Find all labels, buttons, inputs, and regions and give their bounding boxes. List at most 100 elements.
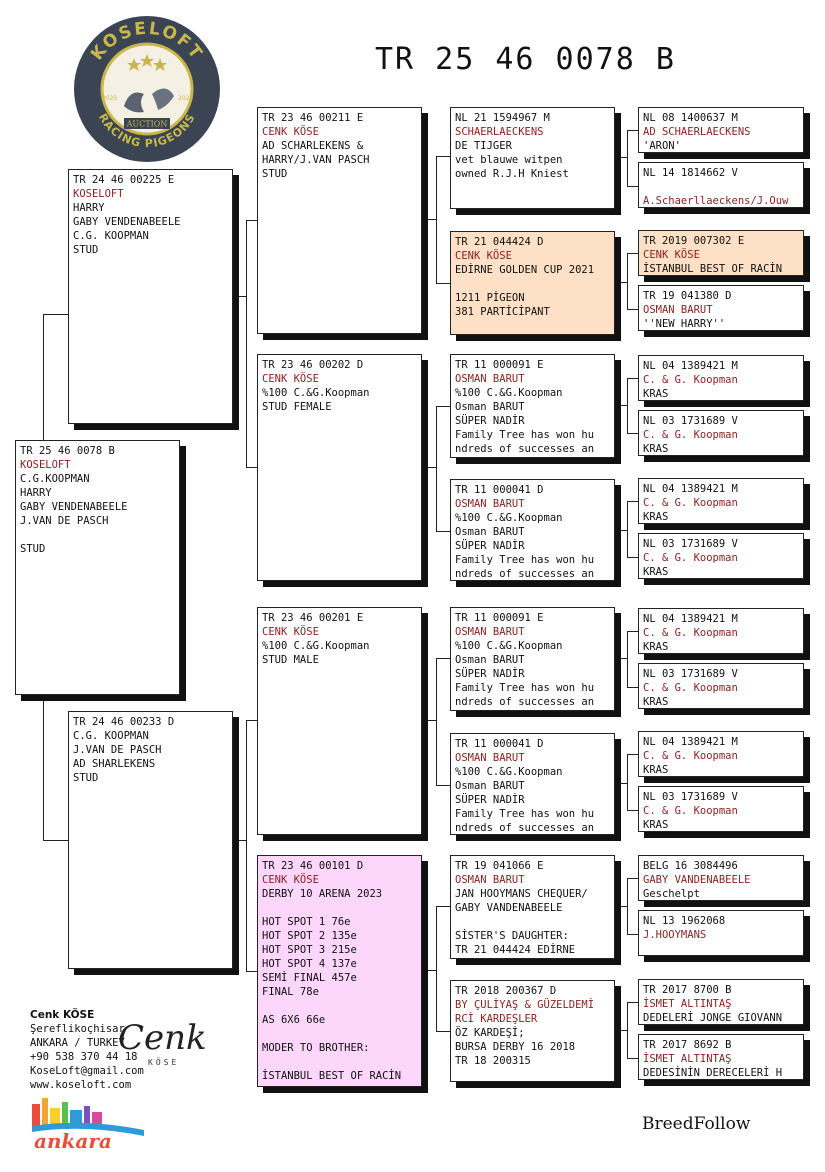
card-line: STUD: [73, 244, 99, 256]
card-line: owned R.J.H Kniest: [455, 168, 569, 180]
connector-line: [246, 720, 258, 972]
card-line: TR 11 000091 E: [455, 359, 544, 371]
card-line: İSMET ALTINTAŞ: [643, 1053, 732, 1065]
card-line: NL 04 1389421 M: [643, 483, 738, 495]
contact-website[interactable]: www.koseloft.com: [30, 1079, 132, 1091]
card-line: ndreds of successes an: [455, 568, 595, 580]
connector-line: [615, 405, 627, 406]
card-line: [262, 1055, 417, 1069]
card-line: HOT SPOT 1 76e: [262, 916, 351, 928]
card-line: GABY VANDENABEELE: [455, 902, 563, 914]
connector-line: [233, 840, 246, 841]
connector-line: [627, 631, 639, 688]
contact-phone[interactable]: +90 538 370 44 18: [30, 1051, 138, 1063]
card-line: Osman BARUT: [455, 780, 525, 792]
card-line: GABY VANDENABEELE: [643, 874, 751, 886]
card-line: KRAS: [643, 566, 669, 578]
connector-line: [422, 720, 436, 721]
connector-line: [436, 156, 451, 284]
card-line: TR 19 041066 E: [455, 860, 544, 872]
card-line: JAN HOOYMANS CHEQUER/: [455, 888, 588, 900]
footer-brand[interactable]: BreedFollow: [642, 1114, 751, 1134]
card-gg-2[interactable]: NL 14 1814662 V A.Schaerllaeckens/J.Ouw: [638, 162, 804, 208]
card-line: HOT SPOT 2 135e: [262, 930, 357, 942]
card-line: TR 2018 200367 D: [455, 985, 557, 997]
card-line: DE TIJGER: [455, 140, 512, 152]
contact-email[interactable]: KoseLoft@gmail.com: [30, 1065, 144, 1077]
card-line: BURSA DERBY 16 2018: [455, 1041, 576, 1053]
card-line: C. & G. Koopman: [643, 750, 738, 762]
card-line: HOT SPOT 4 137e: [262, 958, 357, 970]
card-line: TR 21 044424 D: [455, 236, 544, 248]
card-line: TR 23 46 00201 E: [262, 612, 364, 624]
card-line: FINAL 78e: [262, 986, 319, 998]
logo-year-right: 2025: [178, 95, 193, 102]
card-line: EDİRNE GOLDEN CUP 2021: [455, 264, 595, 276]
card-line: NL 14 1814662 V: [643, 167, 738, 179]
card-line: 381 PARTİCİPANT: [455, 306, 550, 318]
card-line: OSMAN BARUT: [455, 626, 525, 638]
card-line: STUD: [262, 168, 288, 180]
card-line: NL 21 1594967 M: [455, 112, 550, 124]
card-line: [455, 277, 610, 291]
connector-line: [627, 378, 639, 434]
connector-line: [615, 906, 627, 907]
card-line: OSMAN BARUT: [455, 874, 525, 886]
connector-line: [627, 130, 639, 187]
card-line: NL 08 1400637 M: [643, 112, 738, 124]
card-line: CENK KÖSE: [262, 126, 319, 138]
card-line: %100 C.&G.Koopman: [455, 640, 563, 652]
card-line: CENK KÖSE: [262, 373, 319, 385]
card-line: OSMAN BARUT: [455, 752, 525, 764]
connector-line: [436, 406, 451, 532]
card-line: OSMAN BARUT: [643, 304, 713, 316]
card-line: Osman BARUT: [455, 401, 525, 413]
koseloft-logo-icon: KOSELOFT RACING PIGEONS AUCTION 2025 202…: [74, 16, 220, 162]
card-line: TR 24 46 00233 D: [73, 716, 175, 728]
card-line: C. & G. Koopman: [643, 429, 738, 441]
connector-line: [615, 282, 627, 283]
card-line: CENK KÖSE: [262, 874, 319, 886]
ankara-logo-text: ankara: [34, 1129, 112, 1153]
card-line: KRAS: [643, 764, 669, 776]
contact-name: Cenk KÖSE: [30, 1009, 95, 1021]
card-line: KOSELOFT: [73, 188, 124, 200]
card-line: A.Schaerllaeckens/J.Ouw: [643, 195, 789, 207]
card-line: HARRY/J.VAN PASCH: [262, 154, 370, 166]
card-line: [262, 901, 417, 915]
card-dds[interactable]: TR 19 041066 E OSMAN BARUT JAN HOOYMANS CH…: [450, 855, 615, 959]
card-line: C. & G. Koopman: [643, 805, 738, 817]
card-line: %100 C.&G.Koopman: [262, 387, 370, 399]
connector-line: [627, 1002, 639, 1059]
connector-line: [615, 530, 627, 531]
